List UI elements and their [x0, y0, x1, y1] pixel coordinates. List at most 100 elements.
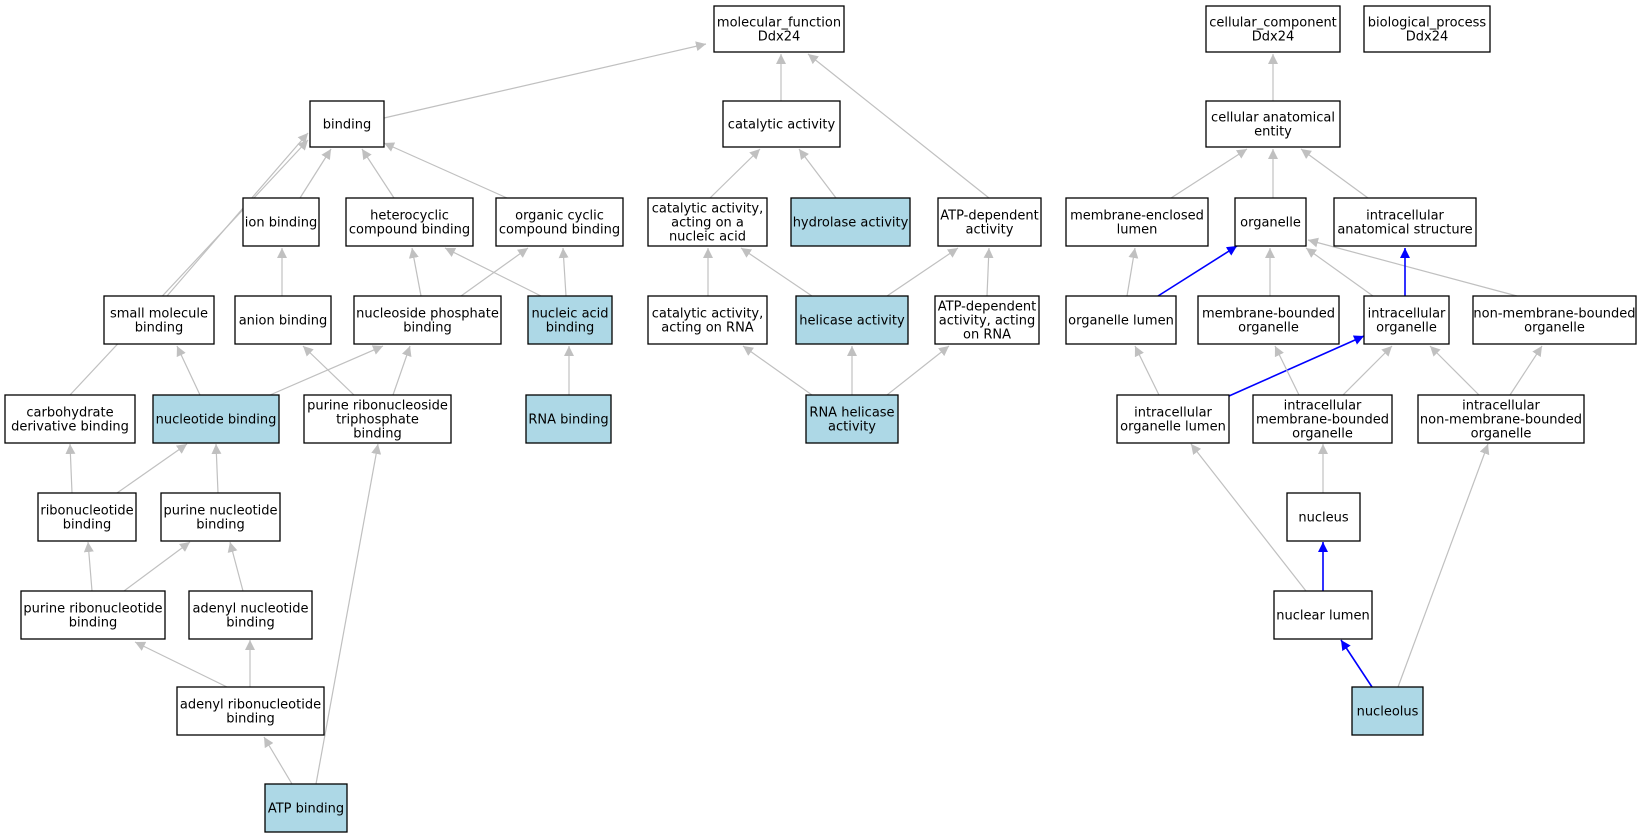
node-rnab: RNA binding	[525, 394, 612, 444]
node-box	[937, 197, 1042, 247]
node-box	[1234, 197, 1307, 247]
node-box	[37, 492, 137, 542]
node-label-line: purine nucleotide	[164, 504, 278, 519]
node-label-line: activity	[828, 420, 876, 435]
node-box	[264, 783, 348, 833]
node-label-line: compound binding	[499, 223, 620, 238]
node-box	[242, 197, 320, 247]
node-label-line: binding	[353, 427, 401, 442]
node-label-line: Ddx24	[758, 30, 801, 45]
node-label-line: Ddx24	[1406, 30, 1449, 45]
edge-iol-orglum	[1134, 345, 1160, 396]
node-box	[713, 5, 845, 53]
node-label-line: organelle	[1524, 321, 1585, 336]
edge-prtb-nucphos	[392, 345, 412, 396]
node-label-line: intracellular	[1284, 399, 1362, 414]
edge-purribo-purnuc	[123, 541, 191, 592]
node-label-line: nucleotide binding	[156, 413, 277, 428]
node-box	[790, 197, 911, 247]
node-box	[805, 394, 899, 444]
node-label-line: ATP-dependent	[938, 300, 1036, 315]
node-label-line: nucleic acid	[531, 307, 608, 322]
edge-io-organelle	[1305, 247, 1374, 297]
edge-imbo-mbo	[1274, 345, 1300, 396]
node-box	[1273, 590, 1373, 640]
node-label-line: entity	[1254, 125, 1292, 140]
node-box	[1205, 100, 1341, 148]
node-box	[4, 394, 136, 444]
node-box	[345, 197, 474, 247]
node-inmbo: intracellularnon-membrane-boundedorganel…	[1417, 394, 1585, 444]
node-nucb: nucleotide binding	[152, 394, 280, 444]
edge-atpb-adribo	[263, 736, 293, 785]
node-label-line: organelle lumen	[1068, 314, 1174, 329]
node-label-line: on RNA	[963, 328, 1011, 343]
node-box	[525, 394, 612, 444]
node-organelle: organelle	[1234, 197, 1307, 247]
edge-purribo-ribo	[83, 541, 94, 592]
node-label-line: binding	[135, 321, 183, 336]
node-label-line: non-membrane-bounded	[1420, 413, 1582, 428]
node-box	[176, 686, 325, 736]
edge-layer	[65, 41, 1543, 785]
node-box	[309, 100, 385, 148]
node-atpb: ATP binding	[264, 783, 348, 833]
node-label-line: nucleic acid	[669, 230, 746, 245]
node-box	[647, 295, 768, 345]
node-ion: ion binding	[242, 197, 320, 247]
edge-helic-catna	[740, 247, 813, 297]
node-box	[934, 295, 1040, 345]
node-label-line: small molecule	[110, 307, 208, 322]
node-label-line: intracellular	[1368, 307, 1446, 322]
node-box	[1065, 295, 1177, 345]
node-label-line: acting on RNA	[661, 321, 754, 336]
node-label-line: binding	[69, 616, 117, 631]
node-label-line: intracellular	[1462, 399, 1540, 414]
node-label-line: organelle	[1238, 321, 1299, 336]
edge-adribo-purribo	[134, 641, 228, 688]
node-label-line: RNA binding	[528, 413, 608, 428]
node-label-line: derivative binding	[11, 420, 129, 435]
node-box	[1286, 492, 1361, 542]
node-binding: binding	[309, 100, 385, 148]
node-box	[353, 295, 502, 345]
node-box	[1116, 394, 1230, 444]
node-label-line: intracellular	[1366, 209, 1444, 224]
node-label-line: intracellular	[1134, 406, 1212, 421]
node-label-line: membrane-bounded	[1202, 307, 1335, 322]
node-hydro: hydrolase activity	[790, 197, 911, 247]
edge-purnuc-nucb	[211, 443, 222, 494]
edge-prtb-anion	[302, 345, 355, 396]
node-label-line: binding	[226, 616, 274, 631]
node-label-line: hydrolase activity	[793, 216, 909, 231]
node-label-line: acting on a	[671, 216, 744, 231]
edge-inmbo-io	[1429, 345, 1480, 396]
node-label-line: nucleus	[1298, 511, 1348, 526]
edge-hydro-catalytic	[798, 148, 837, 199]
edge-orgcyc-binding	[383, 142, 508, 199]
node-label-line: ion binding	[245, 216, 317, 231]
node-label-line: ribonucleotide	[40, 504, 133, 519]
node-label-line: binding	[63, 518, 111, 533]
edge-nucb-nucphos	[269, 345, 384, 396]
node-label-line: cellular anatomical	[1211, 111, 1335, 126]
node-box	[1363, 5, 1491, 53]
node-label-line: lumen	[1117, 223, 1158, 238]
node-label-line: adenyl nucleotide	[192, 602, 308, 617]
node-nucleolus: nucleolus	[1351, 686, 1424, 736]
